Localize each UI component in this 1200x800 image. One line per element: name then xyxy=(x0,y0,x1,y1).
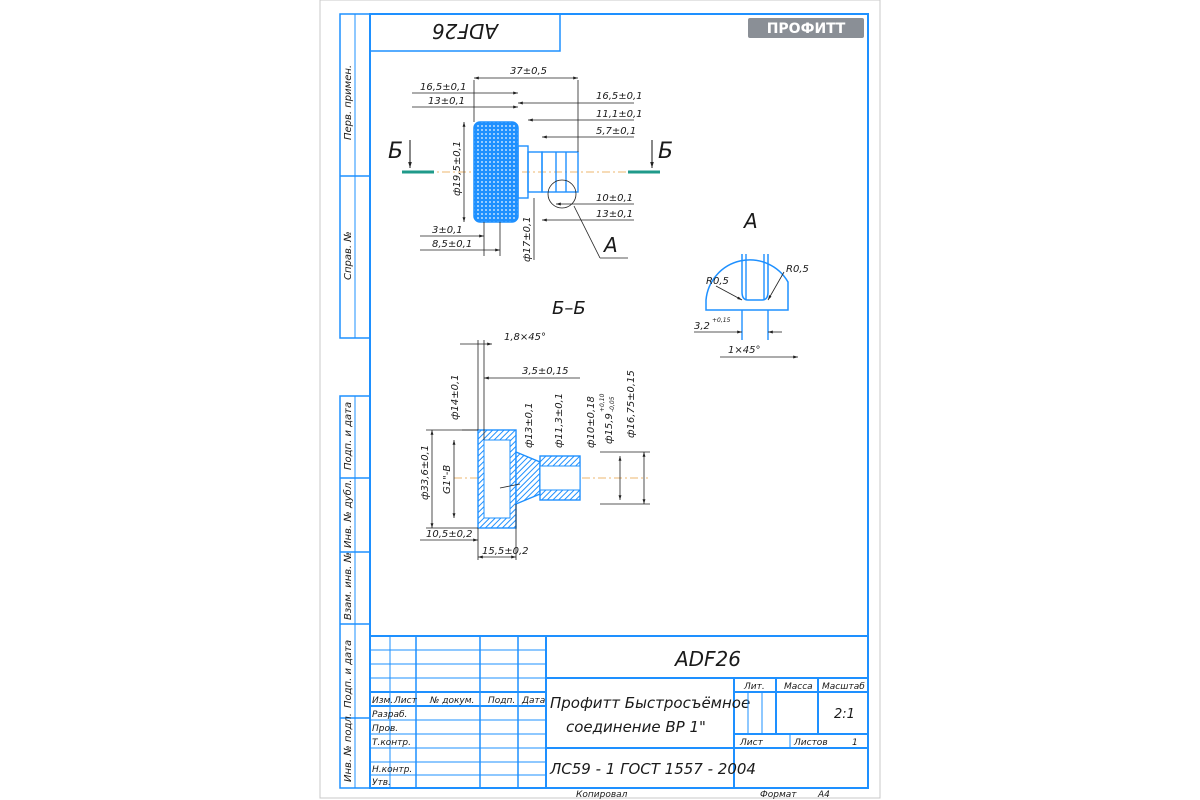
top-stamp: ADF26 xyxy=(369,13,561,52)
dim-bottom-1: 3±0,1 xyxy=(432,225,463,236)
tb-col-data: Дата xyxy=(521,696,545,706)
detail-r-right: R0,5 xyxy=(786,264,809,275)
tb-col-podp: Подп. xyxy=(488,696,515,706)
top-view: Б Б A 37±0,5 16,5±0,1 13±0,1 16,5±0,1 11… xyxy=(388,66,673,262)
section-mark-left: Б xyxy=(388,139,403,164)
sec-dim-dia-14: ф14±0,1 xyxy=(450,374,461,420)
sec-dim-dia-159-tol-dn: -0,05 xyxy=(609,396,616,412)
brand-logo: ПРОФИТТ xyxy=(748,18,864,38)
dim-right-1: 16,5±0,1 xyxy=(596,91,643,102)
sec-dim-width: 3,5±0,15 xyxy=(522,366,569,377)
dim-left-1: 16,5±0,1 xyxy=(420,82,467,93)
sec-dim-dia-13: ф13±0,1 xyxy=(524,402,535,448)
tb-kopiroval: Копировал xyxy=(576,790,628,800)
side-label-podp-data-2: Подп. и дата xyxy=(343,640,354,708)
side-label-podp-data-1: Подп. и дата xyxy=(343,402,354,470)
tb-massa: Масса xyxy=(784,682,813,692)
tb-scale-value: 2:1 xyxy=(834,707,855,722)
knurled-body xyxy=(473,121,519,223)
sec-dim-len-105: 10,5±0,2 xyxy=(426,529,473,540)
side-label-perv-primen: Перв. примен. xyxy=(343,65,354,140)
side-label-vzam-inv: Взам. инв. № xyxy=(343,552,354,620)
tb-material: ЛС59 - 1 ГОСТ 1557 - 2004 xyxy=(549,760,756,778)
tb-lit: Лит. xyxy=(743,682,765,692)
sec-dim-chamfer: 1,8×45° xyxy=(504,332,546,343)
tb-col-izm: Изм. xyxy=(372,696,393,706)
dim-left-2: 13±0,1 xyxy=(428,96,465,107)
tb-row-nkontr: Н.контр. xyxy=(372,765,412,775)
tb-name-line1: Профитт Быстросъёмное xyxy=(550,694,750,712)
detail-groove-tol: +0,15 xyxy=(712,317,731,324)
sec-dim-dia-159-tol-up: +0,10 xyxy=(599,393,606,412)
detail-a: A R0,5 R0,5 3,2 +0,15 1×45° xyxy=(694,209,809,359)
sec-dim-dia-10: ф10±0,18 xyxy=(586,396,597,448)
detail-chamfer: 1×45° xyxy=(728,345,760,356)
logo-text: ПРОФИТТ xyxy=(767,21,846,37)
tb-row-prov: Пров. xyxy=(372,724,398,734)
detail-r-left: R0,5 xyxy=(706,276,729,287)
tb-listov-value: 1 xyxy=(852,738,858,748)
dim-dia-17: ф17±0,1 xyxy=(522,216,533,262)
dim-dia-knurl: ф19,5±0,1 xyxy=(452,141,463,196)
sec-dim-len-155: 15,5±0,2 xyxy=(482,546,529,557)
side-label-inv-podl: Инв. № подл. xyxy=(343,713,354,782)
tb-name-line2: соединение ВР 1" xyxy=(566,718,706,736)
section-mark-right: Б xyxy=(658,139,673,164)
top-stamp-text: ADF26 xyxy=(432,19,500,43)
side-column: Перв. примен. Справ. № Подп. и дата Инв.… xyxy=(339,13,371,789)
dim-overall: 37±0,5 xyxy=(510,66,547,77)
tb-masshtab: Масштаб xyxy=(822,682,865,692)
section-title: Б–Б xyxy=(552,298,586,319)
tb-row-razrab: Разраб. xyxy=(372,710,407,720)
dim-right-5: 13±0,1 xyxy=(596,209,633,220)
sec-dim-dia-336: ф33,6±0,1 xyxy=(420,445,431,500)
tb-format-label: Формат xyxy=(760,790,797,800)
side-label-inv-dubl: Инв. № дубл. xyxy=(342,480,354,548)
tb-col-list: Лист xyxy=(393,696,418,706)
title-block: Изм. Лист № докум. Подп. Дата Разраб. Пр… xyxy=(369,635,869,800)
tb-listov-label: Листов xyxy=(793,738,828,748)
tb-format-value: A4 xyxy=(817,790,830,800)
dim-right-4: 10±0,1 xyxy=(596,193,633,204)
sheet-border xyxy=(319,0,881,799)
tb-row-tkontr: Т.контр. xyxy=(372,738,411,748)
tb-row-utv: Утв. xyxy=(372,778,391,788)
tb-col-dokum: № докум. xyxy=(429,696,474,706)
sec-dim-dia-159: ф15,9 xyxy=(604,413,615,444)
dim-right-2: 11,1±0,1 xyxy=(596,109,643,120)
detail-groove: 3,2 xyxy=(694,321,710,332)
sec-dim-dia-113: ф11,3±0,1 xyxy=(554,393,565,448)
sec-dim-thread: G1"-B xyxy=(442,465,453,494)
side-label-sprav: Справ. № xyxy=(343,231,354,280)
dim-right-3: 5,7±0,1 xyxy=(596,126,636,137)
detail-a-mark: A xyxy=(602,233,618,257)
tb-designation: ADF26 xyxy=(673,647,741,671)
section-bb: Б–Б 1,8×45° 3,5±0,15 ф14±0,1 ф13±0,1 ф11… xyxy=(420,298,650,560)
sec-dim-dia-1675: ф16,75±0,15 xyxy=(626,370,637,438)
dim-bottom-2: 8,5±0,1 xyxy=(432,239,472,250)
detail-a-title: A xyxy=(742,209,758,233)
tb-list-label: Лист xyxy=(739,738,764,748)
